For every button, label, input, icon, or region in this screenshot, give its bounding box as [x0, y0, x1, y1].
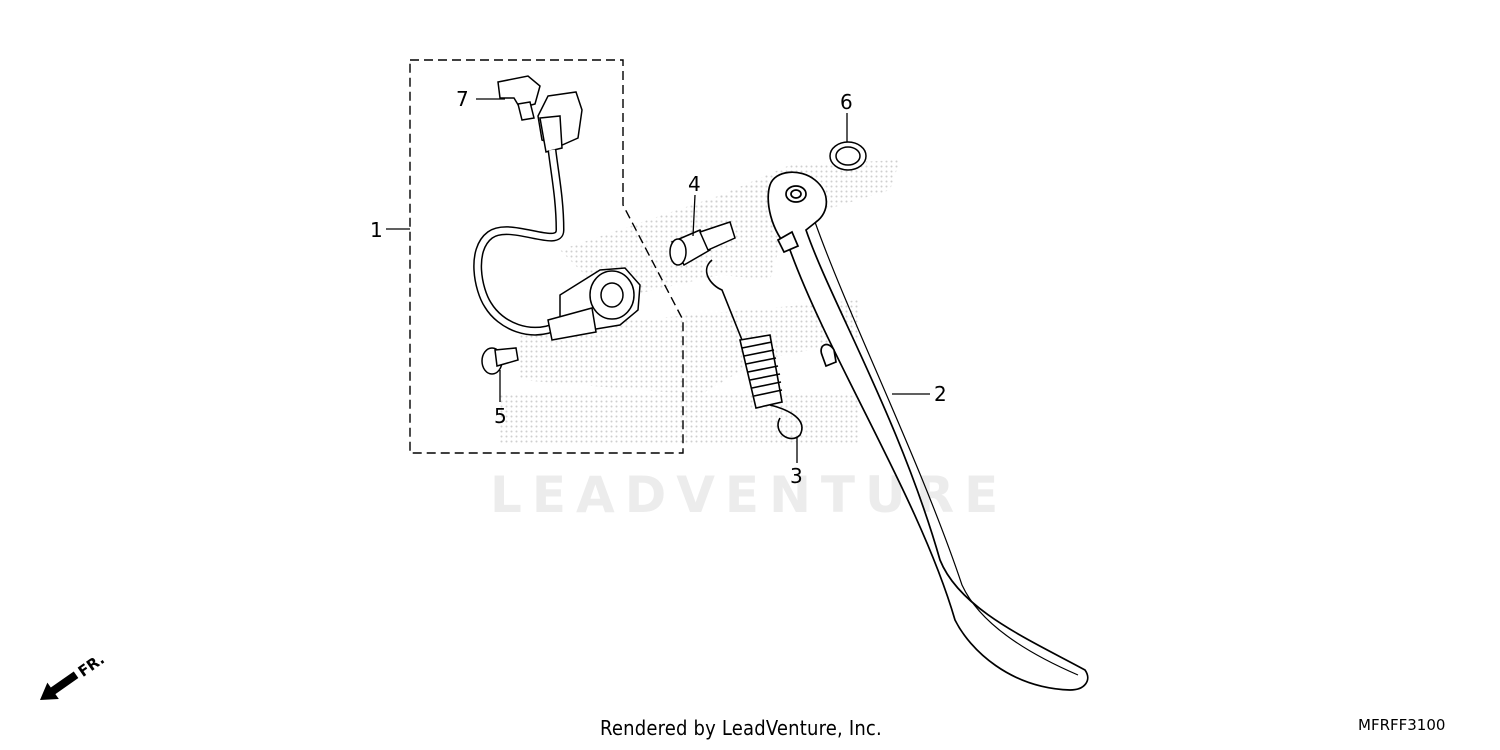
callout-1[interactable]: 1: [370, 218, 383, 242]
pivot-bolt-part[interactable]: [669, 221, 736, 267]
callout-5[interactable]: 5: [494, 404, 507, 428]
callout-7[interactable]: 7: [456, 87, 469, 111]
lock-nut-part[interactable]: [829, 141, 867, 171]
front-arrow-icon: FR.: [40, 650, 108, 700]
callout-2[interactable]: 2: [934, 382, 947, 406]
footer-credit: Rendered by LeadVenture, Inc.: [600, 716, 882, 740]
return-spring-part[interactable]: [705, 259, 803, 440]
callout-6[interactable]: 6: [840, 90, 853, 114]
wire-clip-part[interactable]: [497, 75, 541, 121]
assembly-box: [409, 59, 684, 454]
callout-3[interactable]: 3: [790, 464, 803, 488]
side-stand-part[interactable]: [767, 171, 1089, 691]
leader-lines: [386, 98, 930, 463]
diagram-code: MFRFF3100: [1358, 716, 1446, 734]
front-label: FR.: [75, 650, 108, 681]
callout-4[interactable]: 4: [688, 172, 701, 196]
switch-screw-part[interactable]: [481, 347, 519, 375]
side-stand-switch-part[interactable]: [473, 91, 641, 341]
